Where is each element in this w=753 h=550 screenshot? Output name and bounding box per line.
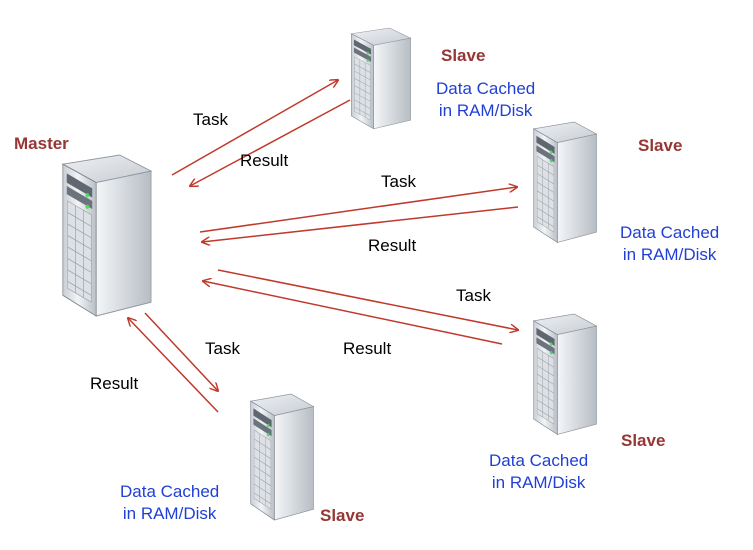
cache-note-3-line2: in RAM/Disk (491, 473, 586, 492)
master-label: Master (14, 134, 69, 153)
cache-note-3: Data Cached in RAM/Disk (489, 450, 588, 494)
result-arrow-3 (203, 281, 503, 345)
slave-label-3: Slave (621, 431, 666, 450)
task-label-4: Task (205, 339, 240, 358)
cache-note-1: Data Cached in RAM/Disk (436, 78, 535, 122)
slave-label-2: Slave (638, 136, 683, 155)
task-arrow-4 (144, 312, 218, 391)
cache-note-4-line1: Data Cached (120, 482, 220, 501)
result-arrow-1 (190, 99, 351, 186)
cache-note-1-line1: Data Cached (436, 79, 536, 98)
result-label-3: Result (343, 339, 392, 358)
cache-note-2: Data Cached in RAM/Disk (620, 222, 719, 266)
task-arrow-3 (217, 269, 518, 330)
cache-note-3-line1: Data Cached (489, 451, 589, 470)
task-label-3: Task (456, 286, 491, 305)
result-arrow-4 (128, 318, 219, 413)
result-label-2: Result (368, 236, 417, 255)
result-label-1: Result (240, 151, 289, 170)
cache-note-4-line2: in RAM/Disk (122, 504, 217, 523)
slave-server-icon-2 (533, 121, 598, 243)
cache-note-1-line2: in RAM/Disk (438, 101, 533, 120)
slave-server-icon-4 (250, 393, 315, 521)
cache-note-2-line2: in RAM/Disk (622, 245, 717, 264)
task-arrow-2 (199, 187, 517, 233)
master-server-icon (62, 154, 152, 317)
task-label-2: Task (381, 172, 416, 191)
result-arrow-2 (202, 206, 519, 242)
task-arrow-1 (171, 80, 338, 176)
slave-label-1: Slave (441, 46, 486, 65)
cache-note-4: Data Cached in RAM/Disk (120, 481, 219, 525)
slave-server-icon-1 (350, 27, 412, 130)
slave-label-4: Slave (320, 506, 365, 525)
slave-server-icon-3 (533, 313, 598, 435)
task-label-1: Task (193, 110, 228, 129)
result-label-4: Result (90, 374, 139, 393)
cache-note-2-line1: Data Cached (620, 223, 720, 242)
